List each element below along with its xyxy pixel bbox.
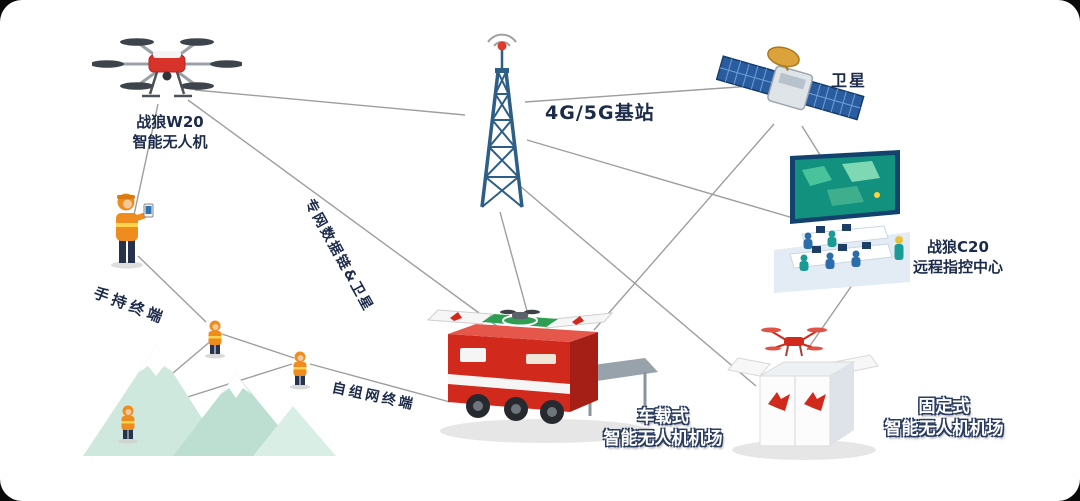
handheld-terminal-illustration [100,186,160,271]
drone-camera [162,71,172,81]
command-center-illustration [772,150,912,295]
command-center-label: 战狼C20 远程指控中心 [878,238,1038,277]
vehicle-airport-label-line1: 车载式 [637,407,689,427]
drone-w20-label-line2: 智能无人机 [132,132,208,151]
satellite-illustration [716,30,866,142]
firefighter-1 [205,320,225,359]
cell-tower-icon [480,33,524,208]
drone-landing-gear [142,71,192,98]
mountain-3 [253,406,336,456]
pad-drone-body [512,312,528,319]
firefighter-with-terminal-icon [111,193,154,269]
snow-cap-1 [139,346,173,376]
pad-drone-rotor-left [500,309,516,315]
face [123,199,132,209]
satellite-dish [767,46,800,68]
drone-top-plate [153,51,181,58]
vehicle-airport-illustration [420,276,670,456]
firefighter-2 [290,351,310,390]
tower-lattice [481,71,523,208]
fixed-dock-icon [727,327,879,460]
arm [133,212,147,222]
mountain-1 [83,346,226,456]
antenna-beacon [497,41,507,51]
base-station-label: 4G/5G基站 [545,102,655,124]
mountains-firefighters-icon [83,320,336,456]
dock-wing-left [727,357,771,377]
link-base-station--command-center [526,139,801,221]
wing-emblem-right [572,316,584,325]
leg-left [119,238,126,263]
wolf-emblem-right [804,392,826,411]
field-team-illustration [78,288,353,466]
tower-platform [495,68,509,73]
drone-w20-illustration [92,22,242,114]
command-center-icon [774,150,910,293]
operators [799,230,904,271]
solar-grid-left [719,58,773,92]
tower-legs [480,71,524,208]
marking-plate [526,354,556,364]
wolf-emblem-left [768,392,790,411]
map-patch-3 [827,186,864,206]
truck-roof [448,324,598,342]
drone-w20-label-line1: 战狼W20 [136,113,204,131]
wing-emblem-left [450,312,462,321]
satellite-icon [716,46,865,121]
map-marker [874,192,880,198]
leg-right [128,238,135,263]
base-station-illustration [452,32,552,212]
red-drone-icon [761,327,827,357]
vehicle-airport-label: 车载式 智能无人机机场 [573,406,753,450]
landing-pad [482,314,558,327]
pad-drone-rotor-right [524,309,540,315]
device-screen [145,206,152,214]
fixed-airport-label: 固定式 智能无人机机场 [860,396,1028,440]
desk-row-front [789,243,893,269]
command-center-label-line2: 远程指控中心 [912,257,1003,276]
helmet-brim [117,195,135,199]
drone-rotors [92,38,242,90]
hub-2 [511,404,521,414]
truck-side [570,332,598,412]
solar-grid-right [808,83,861,118]
signal-waves-icon [487,33,517,43]
shadow [440,419,650,443]
command-center-label-line1: 战狼C20 [927,238,989,256]
drone-truck-icon [426,309,658,443]
desk-monitors [812,224,871,253]
satellite-body [767,65,814,111]
shadow [111,261,143,269]
fixed-airport-label-line1: 固定式 [918,397,970,417]
logo-plate [460,348,486,362]
reflective-stripe [116,223,138,227]
hexacopter-drone-icon [92,38,242,98]
map-patch-1 [802,166,832,186]
fixed-airport-label-line2: 智能无人机机场 [884,419,1004,440]
satellite-panel-detail [778,72,806,90]
snow-cap-2 [221,374,251,398]
dock-side [830,362,854,446]
map-patch-2 [842,161,880,182]
fixed-airport-illustration [726,312,886,467]
white-band [448,374,570,394]
hub-3 [547,407,557,417]
satellite-label: 卫星 [831,71,868,90]
vehicle-airport-label-line2: 智能无人机机场 [603,429,723,450]
hub-1 [473,401,483,411]
drone-w20-label: 战狼W20 智能无人机 [95,113,245,152]
